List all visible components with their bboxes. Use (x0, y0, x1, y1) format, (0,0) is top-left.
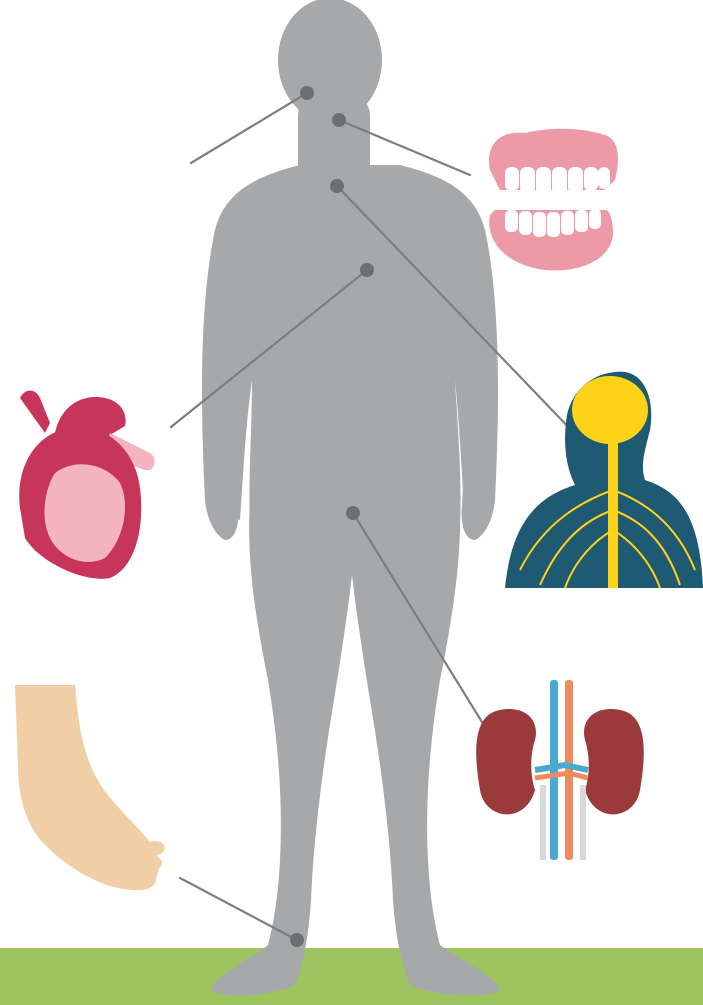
anchor-dot-abdomen (346, 506, 360, 520)
connector-line-head (191, 93, 307, 163)
nervous-system-icon (505, 372, 703, 588)
teeth-icon (489, 129, 618, 271)
ground-strip (0, 948, 703, 1005)
foot-icon (15, 685, 165, 890)
heart-icon (19, 391, 154, 579)
kidneys-icon (476, 680, 644, 860)
anchor-dot-ankle (290, 933, 304, 947)
anchor-dot-chest (360, 263, 374, 277)
anchor-dot-mouth (332, 113, 346, 127)
human-silhouette (202, 0, 500, 995)
anchor-dot-head (300, 86, 314, 100)
anchor-dot-neck (330, 179, 344, 193)
